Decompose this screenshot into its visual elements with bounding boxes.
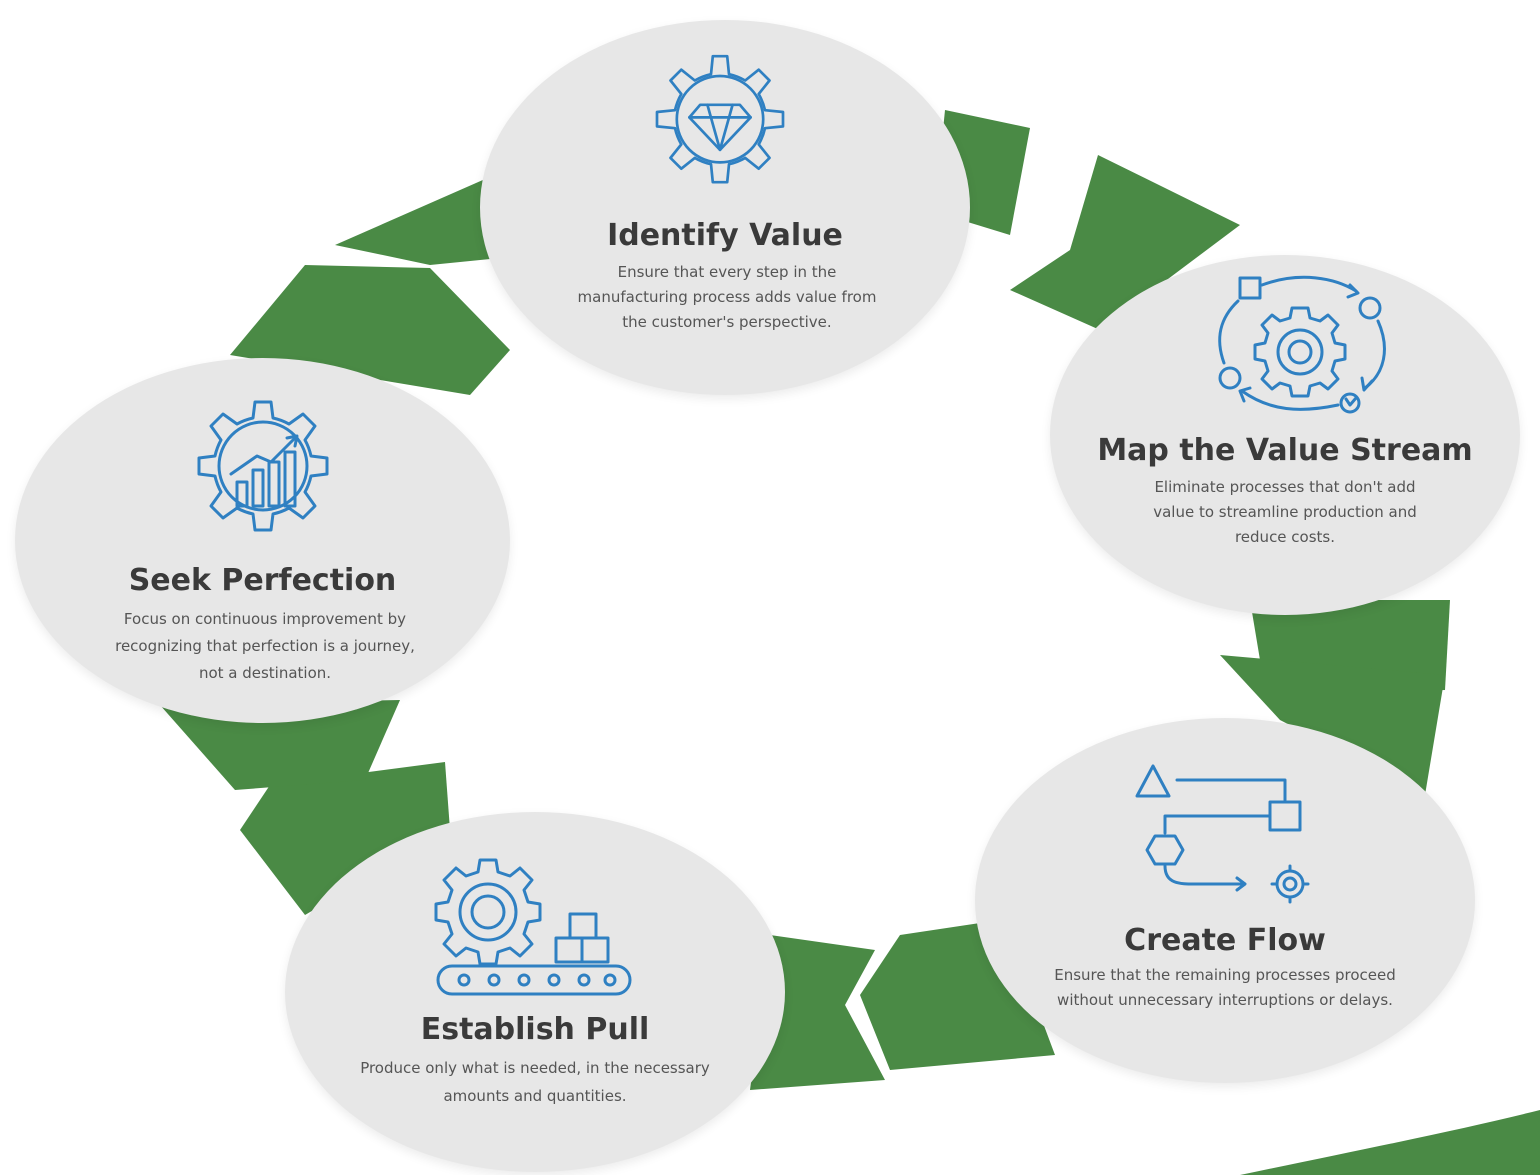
step-establish-pull: Establish Pull Produce only what is need… xyxy=(285,812,785,1172)
step-identify-value: Identify Value Ensure that every step in… xyxy=(480,20,970,395)
step-description: Focus on continuous improvement by recog… xyxy=(115,610,415,682)
process-cycle-gear-icon xyxy=(1200,263,1400,423)
diamond-gear-icon xyxy=(630,40,810,220)
step-description: Ensure that every step in the manufactur… xyxy=(577,263,877,331)
step-title: Identify Value xyxy=(607,218,843,253)
step-title: Create Flow xyxy=(1124,923,1326,958)
step-description: Ensure that the remaining processes proc… xyxy=(1054,966,1396,1009)
arrow-segment xyxy=(1010,155,1240,330)
arrow-segment xyxy=(240,762,450,915)
arrow-segment xyxy=(1220,655,1445,795)
step-seek-perfection: Seek Perfection Focus on continuous impr… xyxy=(15,358,510,723)
flow-shapes-icon xyxy=(1125,758,1330,918)
arrow-segment xyxy=(160,700,400,790)
step-description: Produce only what is needed, in the nece… xyxy=(360,1059,710,1105)
step-create-flow: Create Flow Ensure that the remaining pr… xyxy=(975,718,1475,1083)
step-title: Seek Perfection xyxy=(128,563,397,598)
step-map-value-stream: Map the Value Stream Eliminate processes… xyxy=(1050,255,1520,615)
arrow-sweep xyxy=(1240,1110,1540,1175)
growth-chart-gear-icon xyxy=(165,400,360,550)
step-title: Establish Pull xyxy=(420,1012,650,1047)
step-description: Eliminate processes that don't add value… xyxy=(1153,478,1417,546)
gear-conveyor-icon xyxy=(430,852,640,1002)
step-title: Map the Value Stream xyxy=(1097,433,1473,468)
